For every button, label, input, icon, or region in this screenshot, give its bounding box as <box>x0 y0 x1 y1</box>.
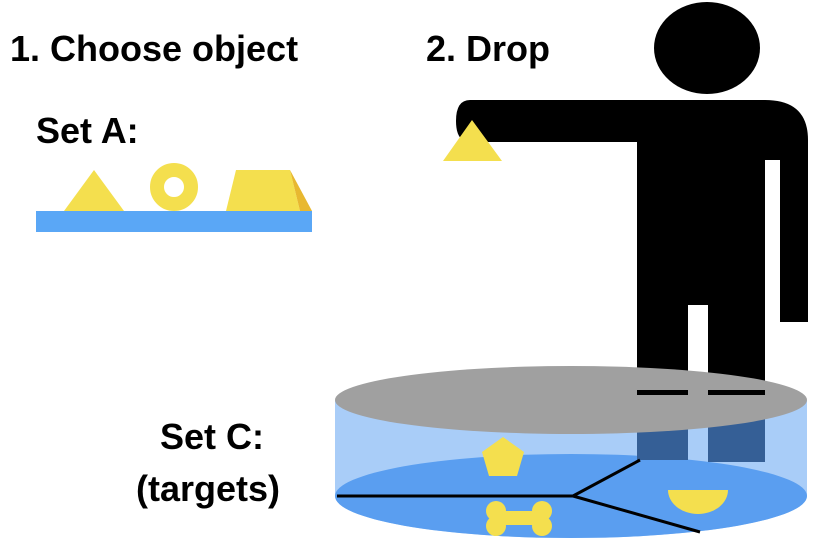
triangle-icon <box>64 170 124 211</box>
target-container <box>335 366 807 538</box>
floor-cracks <box>337 458 701 534</box>
step-2-label: 2. Drop <box>426 28 551 69</box>
set-c-label: Set C: <box>160 416 265 457</box>
step-1-label: 1. Choose object <box>10 28 299 69</box>
half-bowl-icon <box>668 490 728 514</box>
dropped-triangle-icon <box>443 120 502 161</box>
ring-icon <box>150 163 198 211</box>
set-c-sublabel: (targets) <box>136 468 281 509</box>
pentagon-icon <box>482 437 524 476</box>
bone-icon <box>486 501 552 536</box>
set-a-label: Set A: <box>36 110 139 151</box>
wedge-icon <box>226 170 312 211</box>
set-a-shelf <box>36 211 312 232</box>
person-silhouette-icon <box>456 2 808 395</box>
